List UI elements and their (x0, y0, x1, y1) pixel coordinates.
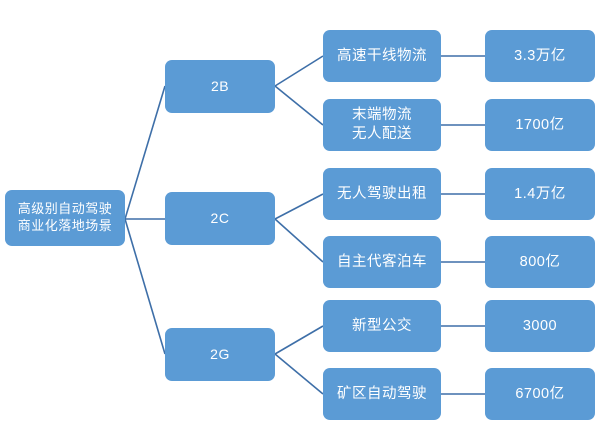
connector-root-2g (124, 218, 166, 355)
scenario-node-3[interactable]: 无人驾驶出租 (323, 168, 441, 220)
value-node-5[interactable]: 3000 (485, 300, 595, 352)
connector-2g-child2 (274, 353, 324, 395)
value-node-2-label: 1700亿 (515, 116, 565, 133)
value-node-2[interactable]: 1700亿 (485, 99, 595, 151)
connector-2g-child1 (274, 325, 324, 355)
scenario-node-6[interactable]: 矿区自动驾驶 (323, 368, 441, 420)
scenario-node-5[interactable]: 新型公交 (323, 300, 441, 352)
value-node-1-label: 3.3万亿 (514, 47, 566, 64)
branch-node-2b[interactable]: 2B (165, 60, 275, 113)
connector-2b-child1 (274, 55, 324, 87)
branch-node-2b-label: 2B (210, 77, 230, 94)
scenario-node-6-label: 矿区自动驾驶 (337, 385, 427, 402)
value-node-6[interactable]: 6700亿 (485, 368, 595, 420)
root-node[interactable]: 高级别自动驾驶 商业化落地场景 (5, 190, 125, 246)
scenario-node-3-label: 无人驾驶出租 (337, 185, 427, 202)
scenario-node-4[interactable]: 自主代客泊车 (323, 236, 441, 288)
scenario-node-1[interactable]: 高速干线物流 (323, 30, 441, 82)
value-node-3-label: 1.4万亿 (514, 185, 566, 202)
scenario-node-5-label: 新型公交 (352, 317, 412, 334)
value-node-3[interactable]: 1.4万亿 (485, 168, 595, 220)
value-node-1[interactable]: 3.3万亿 (485, 30, 595, 82)
branch-node-2c[interactable]: 2C (165, 192, 275, 245)
branch-node-2g[interactable]: 2G (165, 328, 275, 381)
value-node-4-label: 800亿 (519, 253, 561, 270)
root-node-label: 高级别自动驾驶 商业化落地场景 (17, 201, 113, 233)
scenario-node-2[interactable]: 末端物流 无人配送 (323, 99, 441, 151)
scenario-node-1-label: 高速干线物流 (337, 47, 427, 64)
scenario-node-2-label: 末端物流 无人配送 (352, 107, 412, 142)
branch-node-2c-label: 2C (210, 209, 230, 226)
connector-root-2b (124, 85, 166, 220)
value-node-5-label: 3000 (522, 317, 558, 334)
connector-2c-child1 (274, 193, 324, 220)
connector-2b-child2 (274, 85, 324, 126)
connector-2c-child2 (274, 218, 324, 263)
value-node-4[interactable]: 800亿 (485, 236, 595, 288)
branch-node-2g-label: 2G (210, 345, 230, 362)
value-node-6-label: 6700亿 (515, 385, 565, 402)
scenario-node-4-label: 自主代客泊车 (337, 253, 427, 270)
